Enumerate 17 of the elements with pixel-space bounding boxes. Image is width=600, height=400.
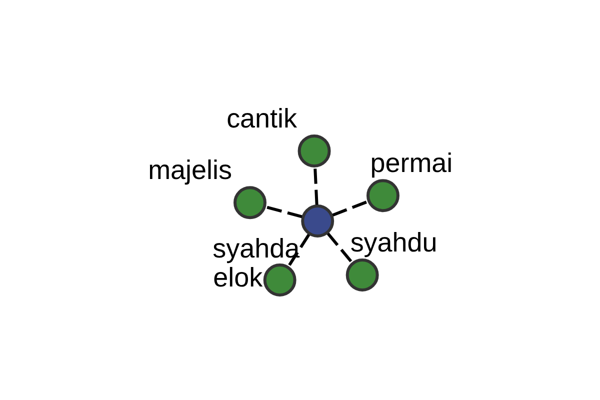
- node-circle: [298, 134, 331, 167]
- node-circle: [234, 186, 266, 219]
- node-label: permai: [370, 148, 453, 178]
- node-label: cantik: [226, 103, 298, 134]
- node-label: syahda: [212, 233, 300, 264]
- node-label: syahdu: [350, 227, 438, 258]
- node-circle: [366, 178, 400, 212]
- node-label: elok: [213, 262, 263, 292]
- node-circle: [263, 263, 296, 296]
- connector: [332, 199, 370, 216]
- node-label: majelis: [148, 154, 232, 185]
- node-circle: [346, 258, 379, 291]
- connector: [286, 233, 310, 268]
- connector: [326, 232, 354, 264]
- node-circle: [301, 204, 334, 237]
- connector: [264, 204, 302, 218]
- connector: [314, 166, 318, 204]
